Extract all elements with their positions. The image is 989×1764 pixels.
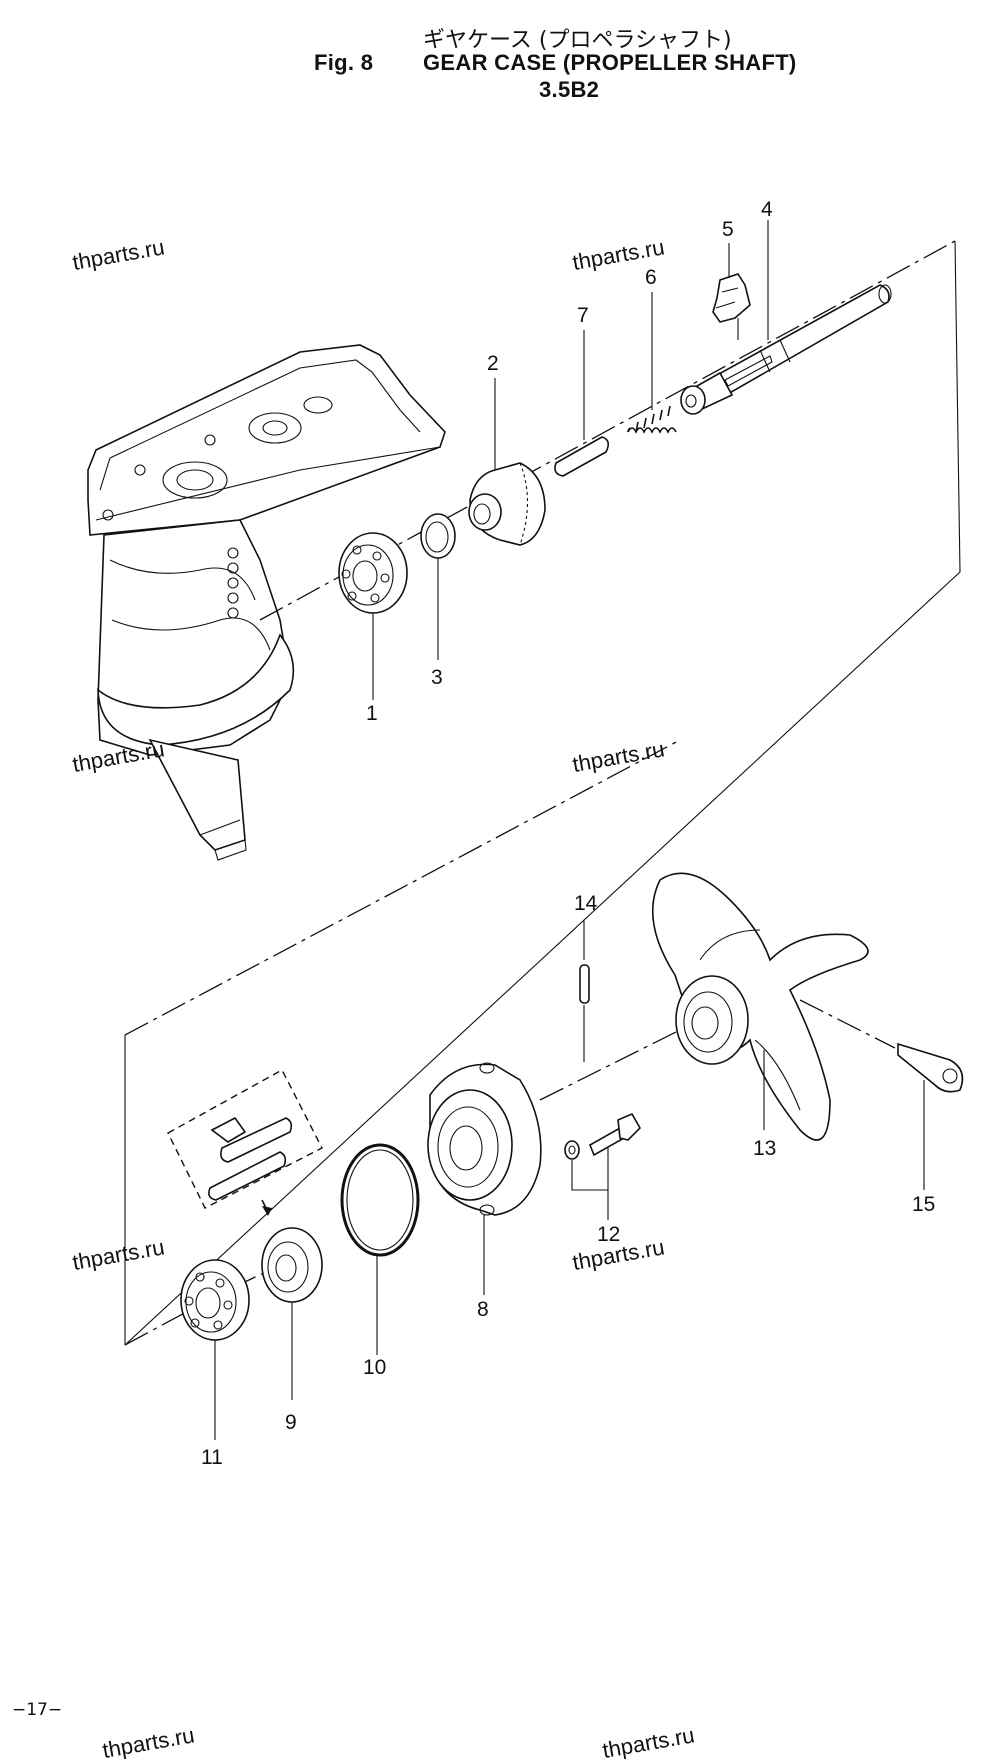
leader-12: [571, 1148, 609, 1220]
callout-10: 10: [363, 1356, 387, 1379]
part-8-shaft-housing: [427, 1062, 542, 1216]
callout-15: 15: [912, 1193, 936, 1216]
callout-4: 4: [761, 198, 773, 221]
part-11-bearing: [180, 1259, 250, 1341]
part-12-bolt-washer: [564, 1112, 641, 1160]
figure-label: Fig. 8: [314, 50, 374, 75]
part-4-propeller-shaft: [680, 284, 892, 415]
callout-6: 6: [645, 266, 657, 289]
callout-5: 5: [722, 218, 734, 241]
callout-7: 7: [577, 304, 589, 327]
part-1-bearing: [338, 532, 408, 614]
page-title: GEAR CASE (PROPELLER SHAFT): [423, 50, 797, 75]
frame-line-right: [124, 240, 961, 1346]
shaft-centerline-lower: [124, 739, 681, 1036]
part-13-propeller: [651, 872, 869, 1141]
title-japanese: ギヤケース (プロペラシャフト): [423, 28, 732, 53]
gear-case-housing: [87, 344, 446, 861]
part-9-oil-seal: [261, 1227, 323, 1303]
part-6-spring: [627, 405, 677, 434]
part-2-forward-gear: [468, 462, 546, 546]
model-code: 3.5B2: [539, 77, 600, 102]
page-number: −17−: [12, 1700, 63, 1720]
callout-11: 11: [201, 1446, 223, 1469]
callout-12: 12: [597, 1223, 621, 1246]
leader-5: [728, 243, 739, 340]
callout-3: 3: [431, 666, 443, 689]
part-5-clutch: [712, 273, 751, 323]
callout-9: 9: [285, 1411, 297, 1434]
callout-13: 13: [753, 1137, 777, 1160]
part-10-o-ring: [340, 1143, 420, 1257]
part-7-pin: [554, 436, 610, 477]
callout-1: 1: [366, 702, 378, 725]
callout-14: 14: [574, 892, 598, 915]
shaft-centerline-prop: [124, 999, 896, 1346]
part-15-cotter-pin: [897, 1042, 964, 1093]
part-14-pin: [579, 964, 590, 1004]
callout-8: 8: [477, 1298, 489, 1321]
detail-inset-box: [167, 1069, 323, 1216]
callout-2: 2: [487, 352, 499, 375]
part-3-shim-ring: [420, 513, 456, 559]
